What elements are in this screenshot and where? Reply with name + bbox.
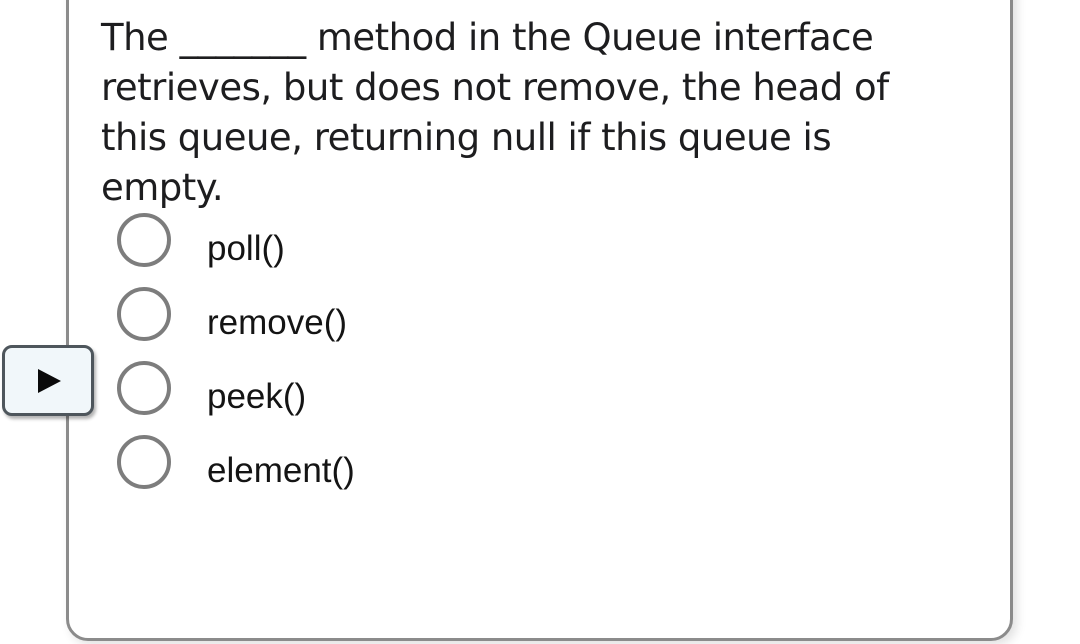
option-label-poll[interactable]: poll() bbox=[207, 229, 285, 268]
option-row-element[interactable]: element() bbox=[117, 425, 980, 499]
radio-button-remove[interactable] bbox=[117, 287, 171, 341]
question-line-2: retrieves, but does not remove, the head… bbox=[101, 66, 889, 109]
options-list: poll() remove() peek() element() bbox=[117, 203, 980, 499]
card-content: The _______ method in the Queue interfac… bbox=[69, 0, 1010, 499]
option-row-poll[interactable]: poll() bbox=[117, 203, 980, 277]
option-row-peek[interactable]: peek() bbox=[117, 351, 980, 425]
radio-button-poll[interactable] bbox=[117, 213, 171, 267]
option-label-element[interactable]: element() bbox=[207, 451, 355, 490]
option-label-peek[interactable]: peek() bbox=[207, 377, 307, 416]
question-line-4: empty. bbox=[101, 166, 224, 209]
question-card: The _______ method in the Queue interfac… bbox=[66, 0, 1013, 641]
option-label-remove[interactable]: remove() bbox=[207, 303, 348, 342]
radio-button-peek[interactable] bbox=[117, 361, 171, 415]
question-line-1: The _______ method in the Queue interfac… bbox=[101, 16, 874, 59]
question-line-3: this queue, returning null if this queue… bbox=[101, 116, 832, 159]
radio-button-element[interactable] bbox=[117, 435, 171, 489]
question-text: The _______ method in the Queue interfac… bbox=[101, 13, 980, 213]
option-row-remove[interactable]: remove() bbox=[117, 277, 980, 351]
play-button[interactable] bbox=[2, 345, 94, 416]
play-icon bbox=[37, 368, 61, 393]
